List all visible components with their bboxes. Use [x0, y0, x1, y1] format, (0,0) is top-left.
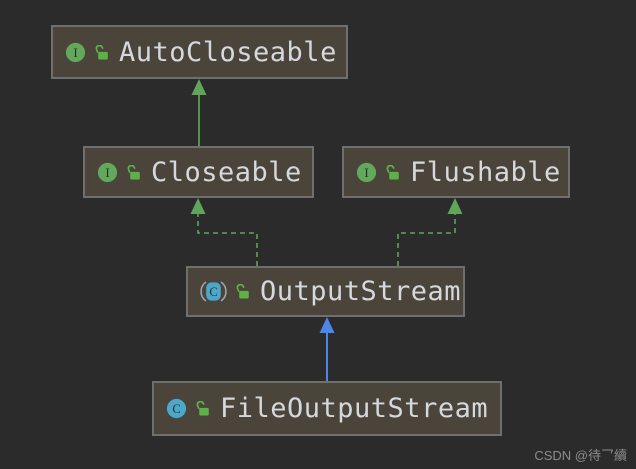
open-padlock-icon: [236, 284, 249, 299]
svg-text:I: I: [364, 165, 368, 180]
abstract-class-icon: C: [200, 281, 227, 302]
class-name-label: AutoCloseable: [119, 36, 337, 68]
node-icons: C: [200, 281, 250, 302]
svg-text:C: C: [209, 285, 217, 299]
open-padlock-icon: [127, 164, 140, 179]
class-node-autocloseable[interactable]: I AutoCloseable: [51, 25, 348, 79]
class-node-closeable[interactable]: I Closeable: [83, 146, 314, 198]
edge-fileoutputstream-extends-outputstream: [319, 317, 335, 381]
node-icons: I: [356, 162, 400, 183]
class-name-label: OutputStream: [260, 276, 462, 307]
edge-outputstream-implements-flushable: [397, 198, 463, 266]
open-padlock-icon: [196, 401, 209, 416]
svg-text:I: I: [105, 165, 109, 180]
interface-icon: I: [356, 162, 377, 182]
class-node-fileoutputstream[interactable]: C FileOutputStream: [152, 381, 502, 436]
interface-icon: I: [65, 42, 86, 62]
csdn-watermark: CSDN @待乛續: [534, 448, 627, 463]
class-icon: C: [166, 398, 187, 419]
class-name-label: Closeable: [151, 156, 302, 188]
open-padlock-icon: [95, 44, 108, 59]
node-icons: I: [65, 42, 109, 63]
svg-text:I: I: [73, 45, 77, 60]
open-padlock-icon: [386, 164, 399, 179]
interface-icon: I: [97, 162, 118, 182]
node-icons: C: [166, 398, 210, 419]
class-node-outputstream[interactable]: C OutputStream: [186, 266, 465, 317]
class-node-flushable[interactable]: I Flushable: [342, 146, 570, 198]
svg-text:C: C: [172, 402, 180, 416]
edge-closeable-extends-autocloseable: [191, 79, 207, 146]
class-name-label: FileOutputStream: [220, 393, 489, 424]
edge-outputstream-implements-closeable: [190, 198, 258, 266]
class-name-label: Flushable: [410, 156, 561, 188]
node-icons: I: [97, 162, 141, 183]
